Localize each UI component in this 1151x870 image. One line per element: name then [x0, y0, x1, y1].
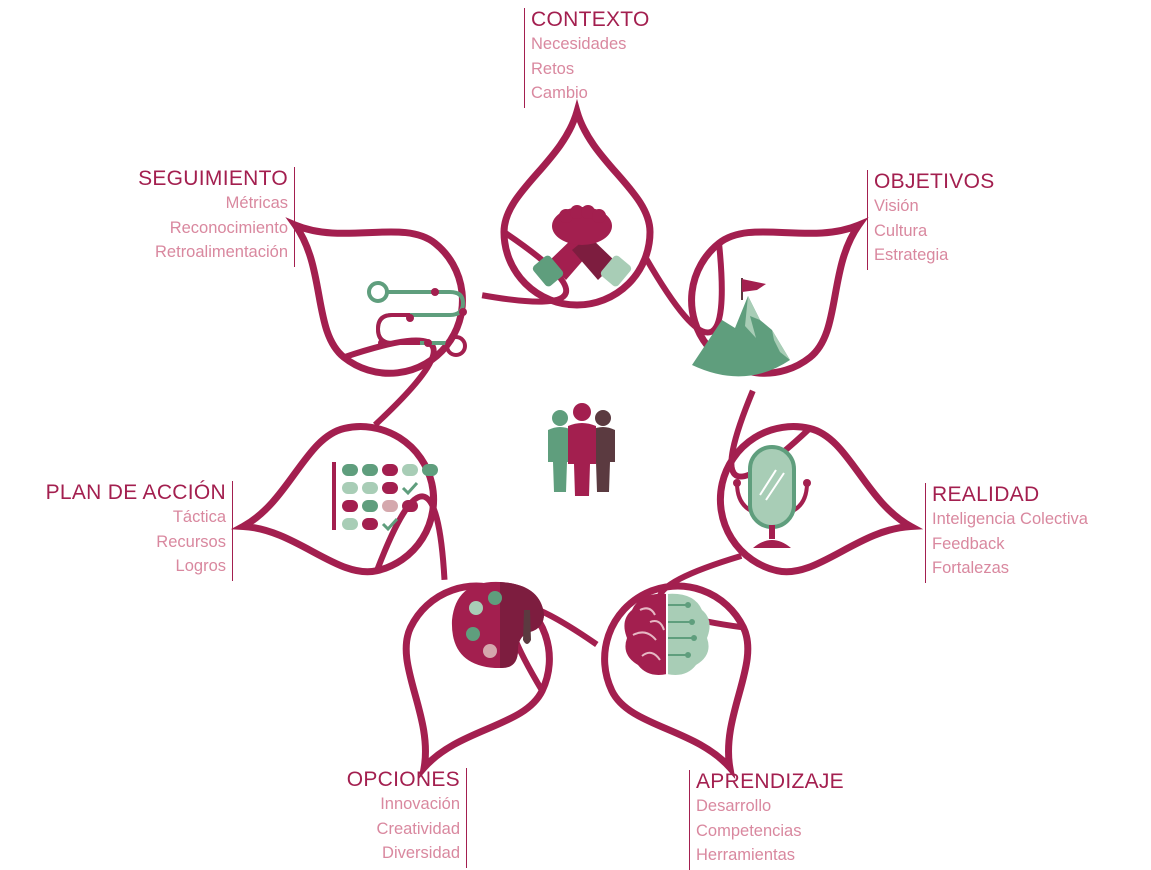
- objetivos-title: OBJETIVOS: [874, 170, 995, 193]
- seguimiento-item: Reconocimiento: [169, 218, 288, 237]
- petal-swirl-objetivos: [643, 242, 725, 336]
- seguimiento-title: SEGUIMIENTO: [138, 167, 288, 190]
- aprendizaje-item: Herramientas: [696, 846, 796, 864]
- opciones-item: Innovación: [380, 795, 460, 813]
- plan-item: Recursos: [156, 532, 226, 551]
- objetivos-item: Visión: [874, 197, 919, 215]
- opciones-title: OPCIONES: [346, 768, 460, 791]
- seguimiento-item: Retroalimentación: [155, 243, 288, 261]
- aprendizaje-title: APRENDIZAJE: [696, 770, 844, 793]
- opciones-item: Diversidad: [382, 844, 460, 862]
- plan-item: Táctica: [172, 508, 226, 526]
- plan-label: PLAN DE ACCIÓN Táctica Recursos Logros: [46, 481, 233, 581]
- roadmap-icon: [367, 281, 467, 357]
- contexto-label: CONTEXTO Necesidades Retos Cambio: [524, 8, 650, 108]
- opciones-item: Creatividad: [376, 819, 460, 838]
- team-icon: [548, 403, 615, 496]
- seguimiento-item: Métricas: [225, 194, 288, 212]
- petal-swirl-contexto: [481, 229, 570, 305]
- aprendizaje-label: APRENDIZAJE Desarrollo Competencias Herr…: [689, 770, 844, 870]
- checklist-icon: [332, 462, 438, 532]
- realidad-label: REALIDAD Inteligencia Colectiva Feedback…: [925, 483, 1088, 583]
- realidad-item: Inteligencia Colectiva: [932, 510, 1088, 528]
- mountain-flag-icon: [692, 278, 790, 377]
- brain-icon: [624, 593, 710, 676]
- plan-item: Logros: [175, 557, 226, 575]
- realidad-item: Fortalezas: [932, 559, 1010, 577]
- contexto-item: Retos: [531, 59, 575, 78]
- palette-icon: [451, 581, 544, 669]
- petal-swirl-plan: [374, 493, 448, 580]
- petal-plan: [230, 423, 437, 576]
- contexto-title: CONTEXTO: [531, 8, 650, 31]
- contexto-item: Necesidades: [531, 35, 627, 53]
- objetivos-item: Cultura: [874, 221, 928, 240]
- realidad-title: REALIDAD: [932, 483, 1040, 506]
- contexto-item: Cambio: [531, 84, 588, 102]
- realidad-item: Feedback: [932, 534, 1005, 553]
- seguimiento-label: SEGUIMIENTO Métricas Reconocimiento Retr…: [138, 167, 295, 267]
- aprendizaje-item: Desarrollo: [696, 797, 772, 815]
- plan-title: PLAN DE ACCIÓN: [45, 481, 226, 504]
- objetivos-item: Estrategia: [874, 246, 949, 264]
- aprendizaje-item: Competencias: [696, 821, 802, 840]
- handshake-icon: [532, 205, 632, 287]
- opciones-label: OPCIONES Innovación Creatividad Diversid…: [347, 768, 467, 868]
- mirror-icon: [733, 445, 811, 548]
- objetivos-label: OBJETIVOS Visión Cultura Estrategia: [867, 170, 995, 270]
